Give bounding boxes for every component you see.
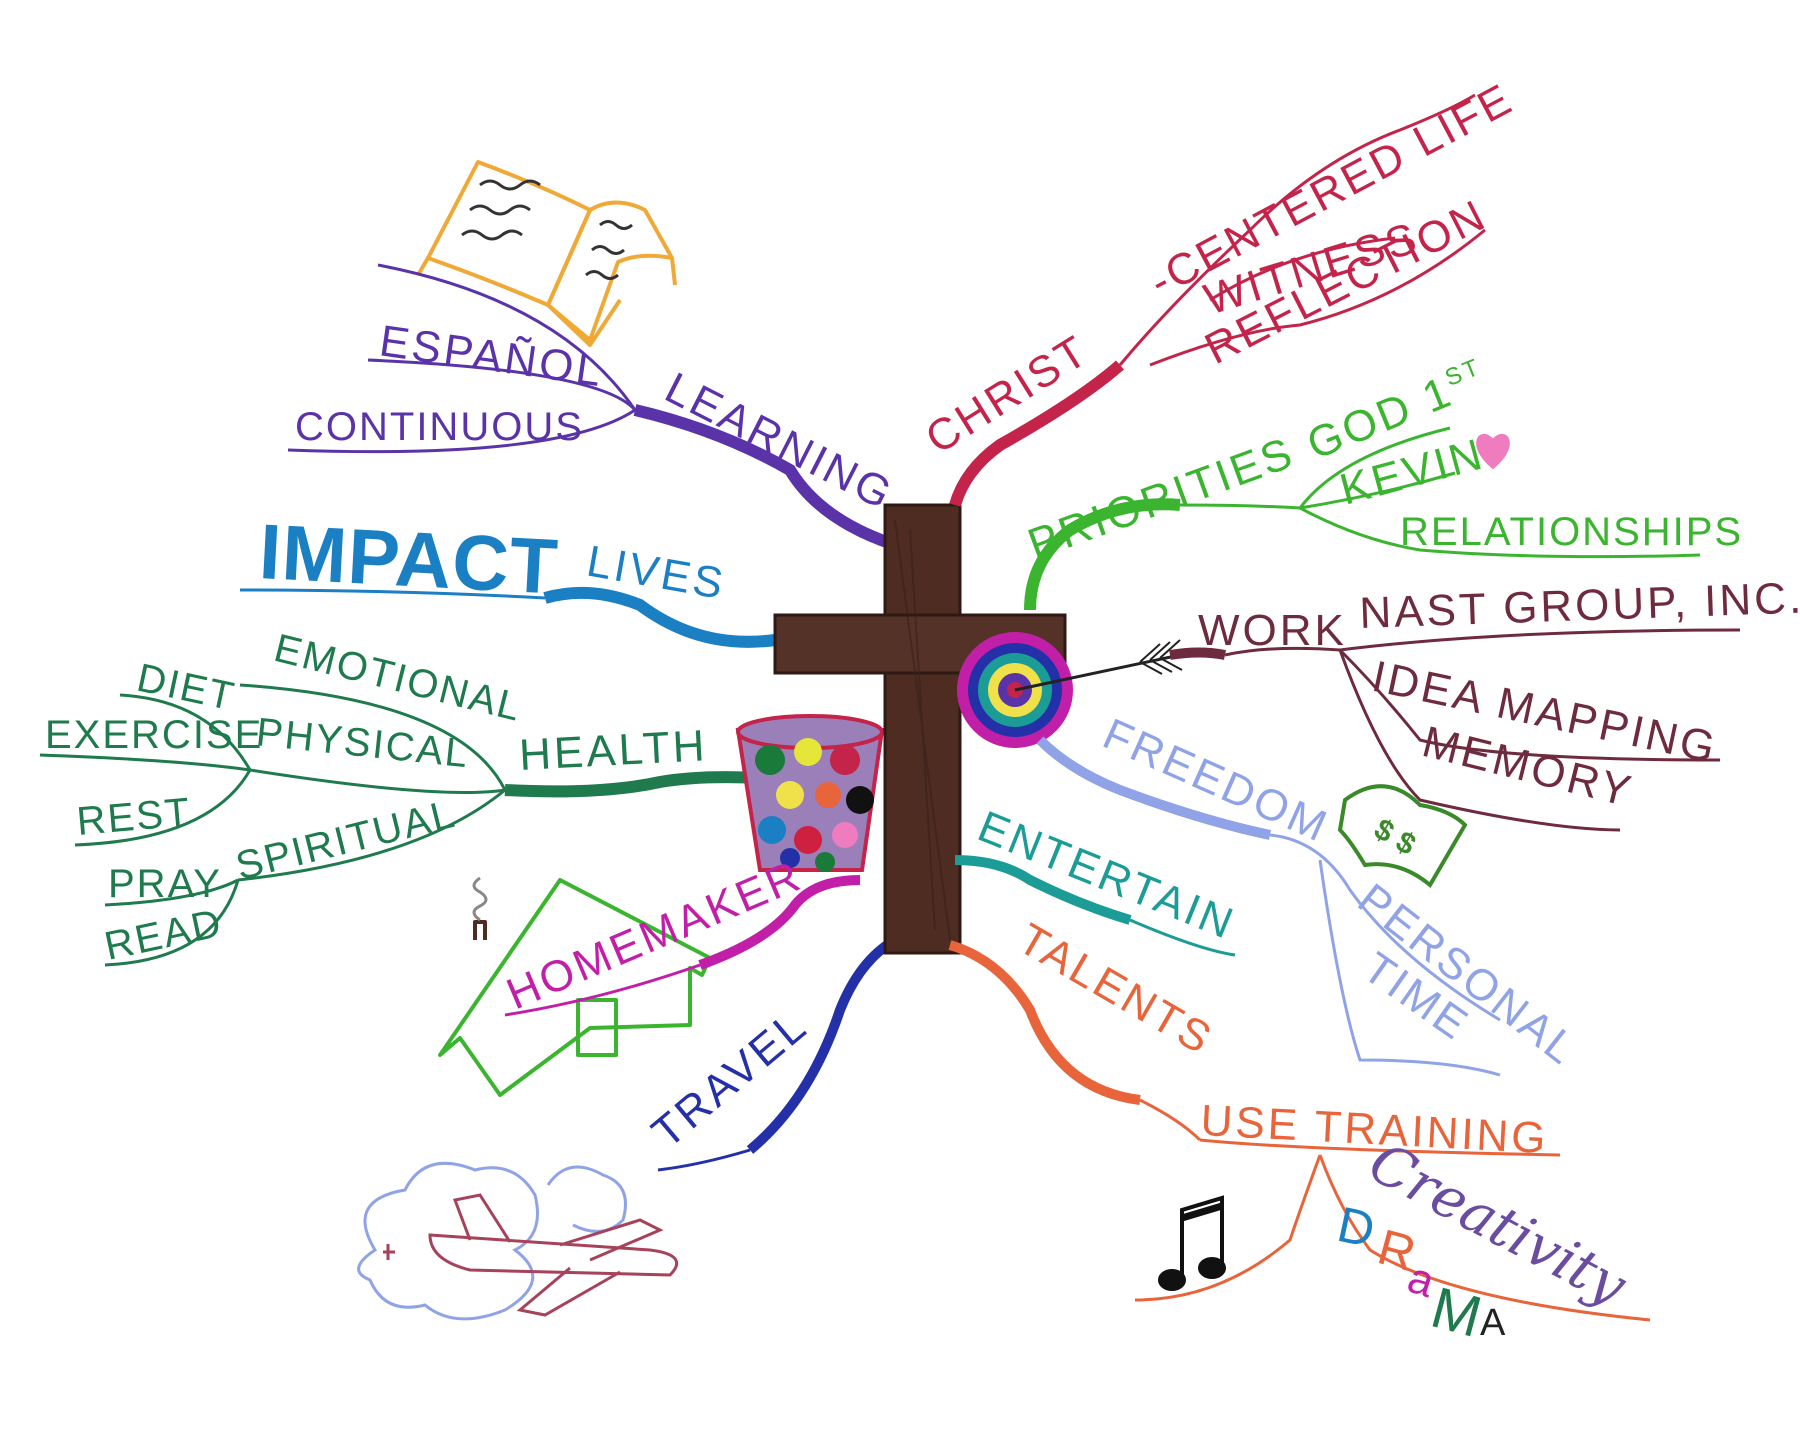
heart-icon [1476,433,1510,470]
impact-label: IMPACT [257,507,560,611]
pray-label: PRAY [108,862,222,906]
spiritual-label: SPIRITUAL [232,792,461,889]
svg-text:A: A [1480,1302,1506,1344]
learning-branch [287,263,897,551]
health-label: HEALTH [518,721,709,780]
use-training-label: USE TRAINING [1199,1096,1549,1163]
priorities-branch [1024,426,1701,611]
money-symbol: $ $ [1369,812,1422,862]
candy-jar-icon [735,714,885,872]
svg-text:D: D [1333,1196,1380,1258]
cross-icon [773,503,1067,955]
work-branch [1169,628,1741,832]
money-icon [1337,784,1468,889]
work-label: WORK [1198,606,1347,655]
lives-branch [239,586,776,648]
physical-label: PHYSICAL [254,710,471,776]
relationships-label: RELATIONSHIPS [1400,510,1743,554]
freedom-branch [1036,736,1501,1077]
svg-text:M: M [1425,1275,1489,1350]
airplane-icon [357,1161,679,1321]
christ-branch [949,93,1486,507]
read-label: READ [101,901,227,969]
book-icon [416,160,677,347]
homemaker-branch [504,875,861,1017]
exercise-label: EXERCISE [45,713,263,757]
diet-label: DIET [133,656,239,720]
house-icon [438,876,712,1097]
music-note-icon [1158,1195,1226,1291]
learning-label: LEARNING [657,363,901,520]
drama-label: D R a M A [1333,1196,1506,1350]
priorities-label: PRIORITIES [1022,428,1301,570]
entertain-branch [954,855,1236,957]
travel-branch [657,935,898,1172]
target-icon [957,632,1183,748]
rest-label: REST [75,790,193,844]
nast-group-label: NAST GROUP, INC. [1359,573,1800,637]
talents-branch [948,940,1651,1322]
health-branch [39,683,761,967]
continuous-label: CONTINUOUS [295,405,584,449]
freedom-label: FREEDOM [1096,709,1336,852]
